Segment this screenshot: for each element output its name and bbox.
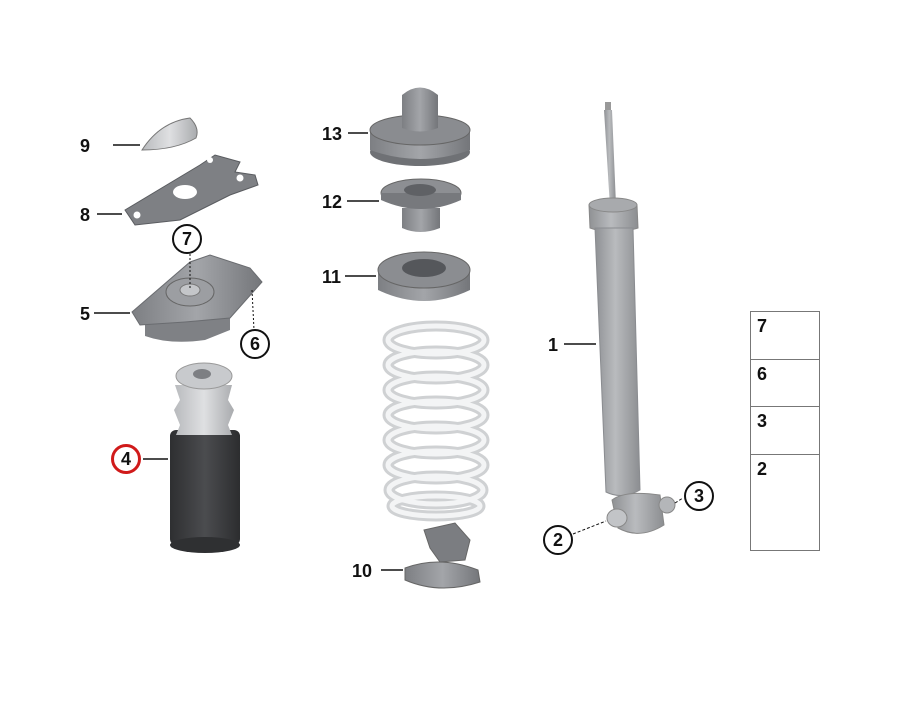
callout-13[interactable]: 13: [322, 124, 343, 144]
part-4-bump-stop: [143, 362, 240, 553]
part-12-spacer: [347, 178, 462, 232]
callout-2-label: 2: [552, 529, 563, 550]
hardware-cell-2[interactable]: 2: [751, 455, 819, 550]
part-9-cover-cap: [113, 117, 198, 151]
part-10-lower-pad: [381, 522, 481, 589]
part-5-support-mount: [94, 250, 263, 342]
callout-6-circled[interactable]: 6: [240, 329, 270, 359]
callout-2-circled[interactable]: 2: [543, 525, 573, 555]
hardware-label: 2: [757, 459, 768, 479]
callout-8[interactable]: 8: [80, 205, 91, 225]
callout-6-label: 6: [249, 333, 260, 354]
callout-7-circled[interactable]: 7: [172, 224, 202, 254]
hardware-panel: 7 6 3 2: [750, 311, 820, 551]
callout-4-label: 4: [120, 448, 131, 469]
callout-4-highlighted[interactable]: 4: [111, 444, 141, 474]
callout-12[interactable]: 12: [322, 192, 343, 212]
coil-spring-highlight: [385, 323, 487, 519]
callout-10[interactable]: 10: [352, 561, 373, 581]
callout-1[interactable]: 1: [548, 335, 559, 355]
callout-11[interactable]: 11: [322, 267, 342, 287]
hardware-label: 6: [757, 364, 768, 384]
callout-7-label: 7: [181, 228, 192, 249]
hardware-cell-7[interactable]: 7: [751, 312, 819, 360]
callout-9[interactable]: 9: [80, 136, 91, 156]
hardware-cell-3[interactable]: 3: [751, 407, 819, 455]
callout-3-label: 3: [693, 485, 704, 506]
part-11-spring-pad: [345, 251, 471, 301]
part-8-gasket: [97, 154, 259, 226]
hardware-label: 7: [757, 316, 768, 336]
part-13-mount-cap: [348, 87, 471, 166]
hardware-label: 3: [757, 411, 768, 431]
hardware-cell-6[interactable]: 6: [751, 360, 819, 407]
part-1-shock-absorber: [564, 102, 684, 535]
callout-5[interactable]: 5: [80, 304, 91, 324]
callout-3-circled[interactable]: 3: [684, 481, 714, 511]
